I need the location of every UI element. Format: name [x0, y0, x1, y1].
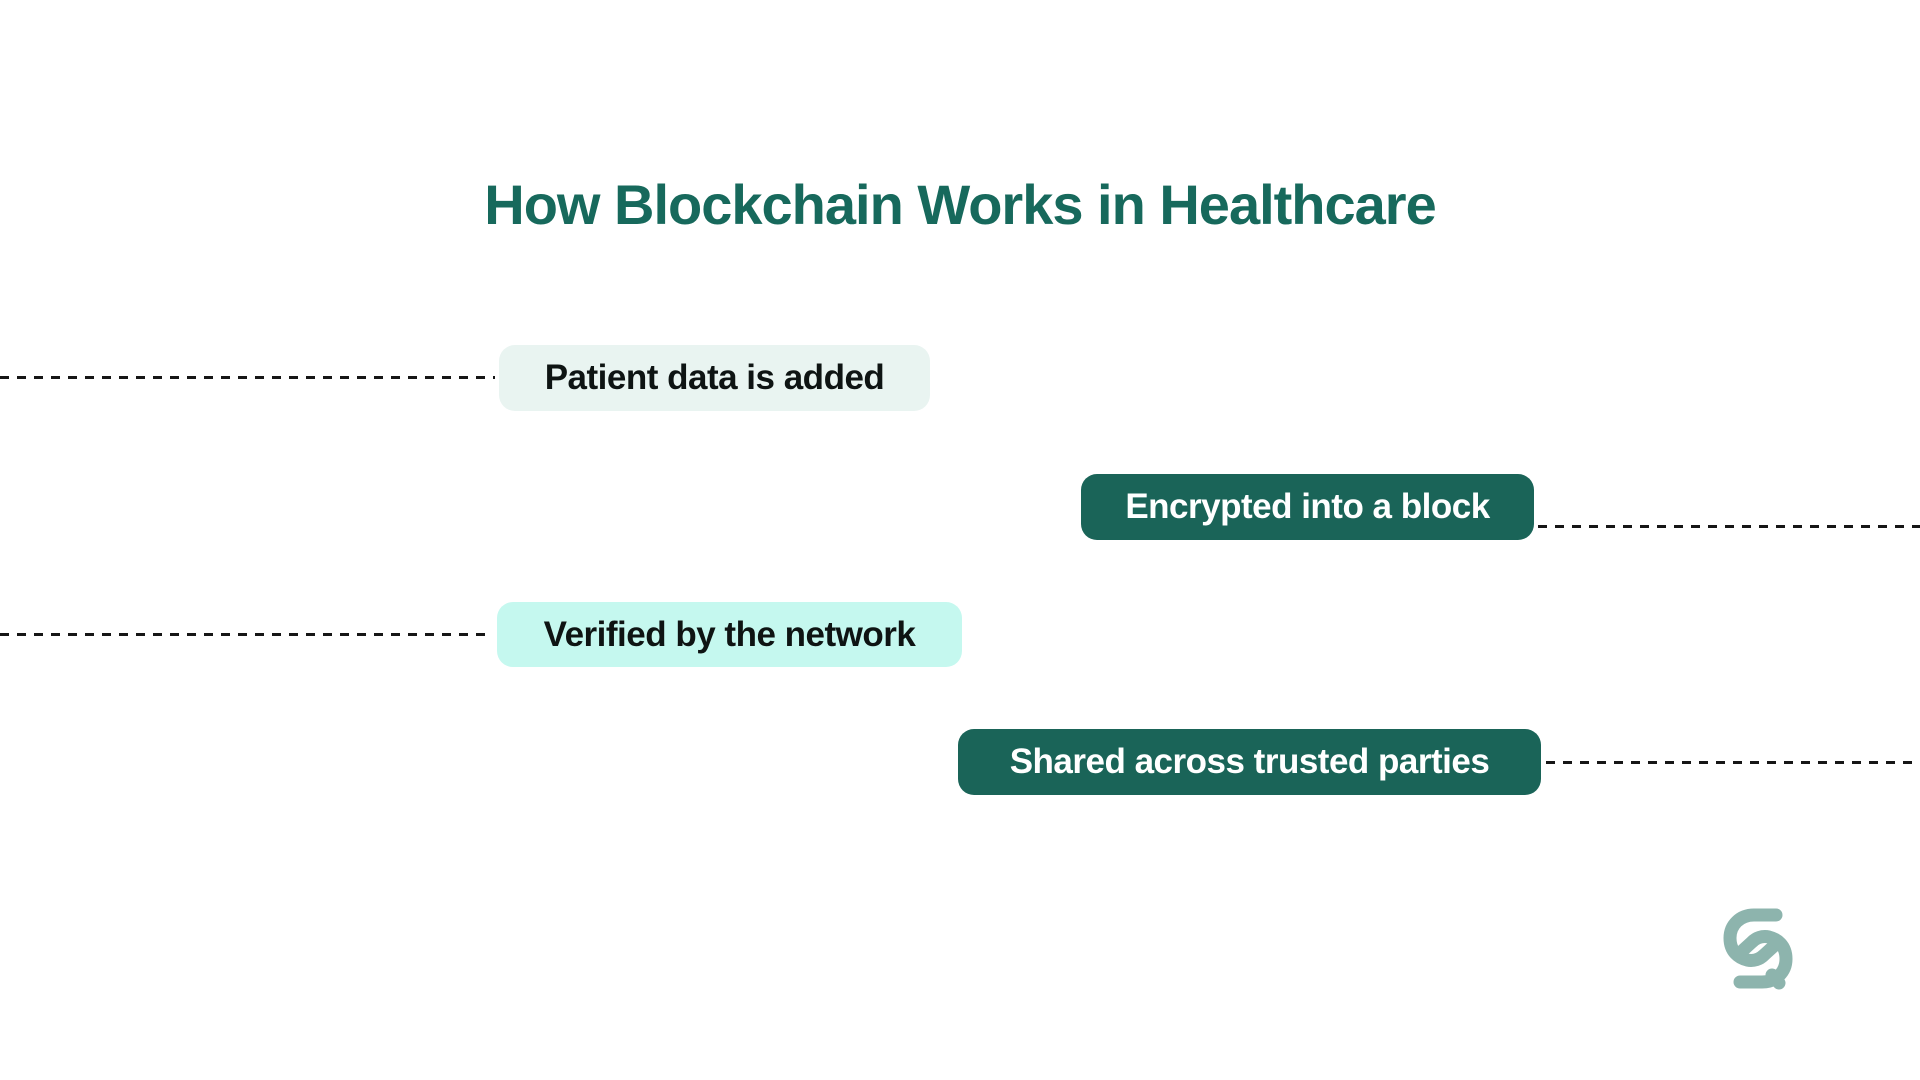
- step-label: Shared across trusted parties: [1009, 742, 1490, 781]
- connector-line-right-2: [1546, 761, 1920, 764]
- step-patient-data-added: Patient data is added: [499, 345, 930, 411]
- step-verified-by-network: Verified by the network: [497, 602, 962, 667]
- connector-line-left-2: [0, 633, 493, 636]
- step-shared-across-parties: Shared across trusted parties: [958, 729, 1541, 795]
- step-encrypted-into-block: Encrypted into a block: [1081, 474, 1534, 540]
- connector-line-left-1: [0, 376, 495, 379]
- connector-line-right-1: [1538, 525, 1920, 528]
- page-title: How Blockchain Works in Healthcare: [484, 172, 1436, 236]
- step-label: Encrypted into a block: [1125, 487, 1490, 526]
- brand-logo-icon: [1716, 903, 1800, 995]
- step-label: Patient data is added: [544, 358, 885, 397]
- step-label: Verified by the network: [543, 614, 916, 654]
